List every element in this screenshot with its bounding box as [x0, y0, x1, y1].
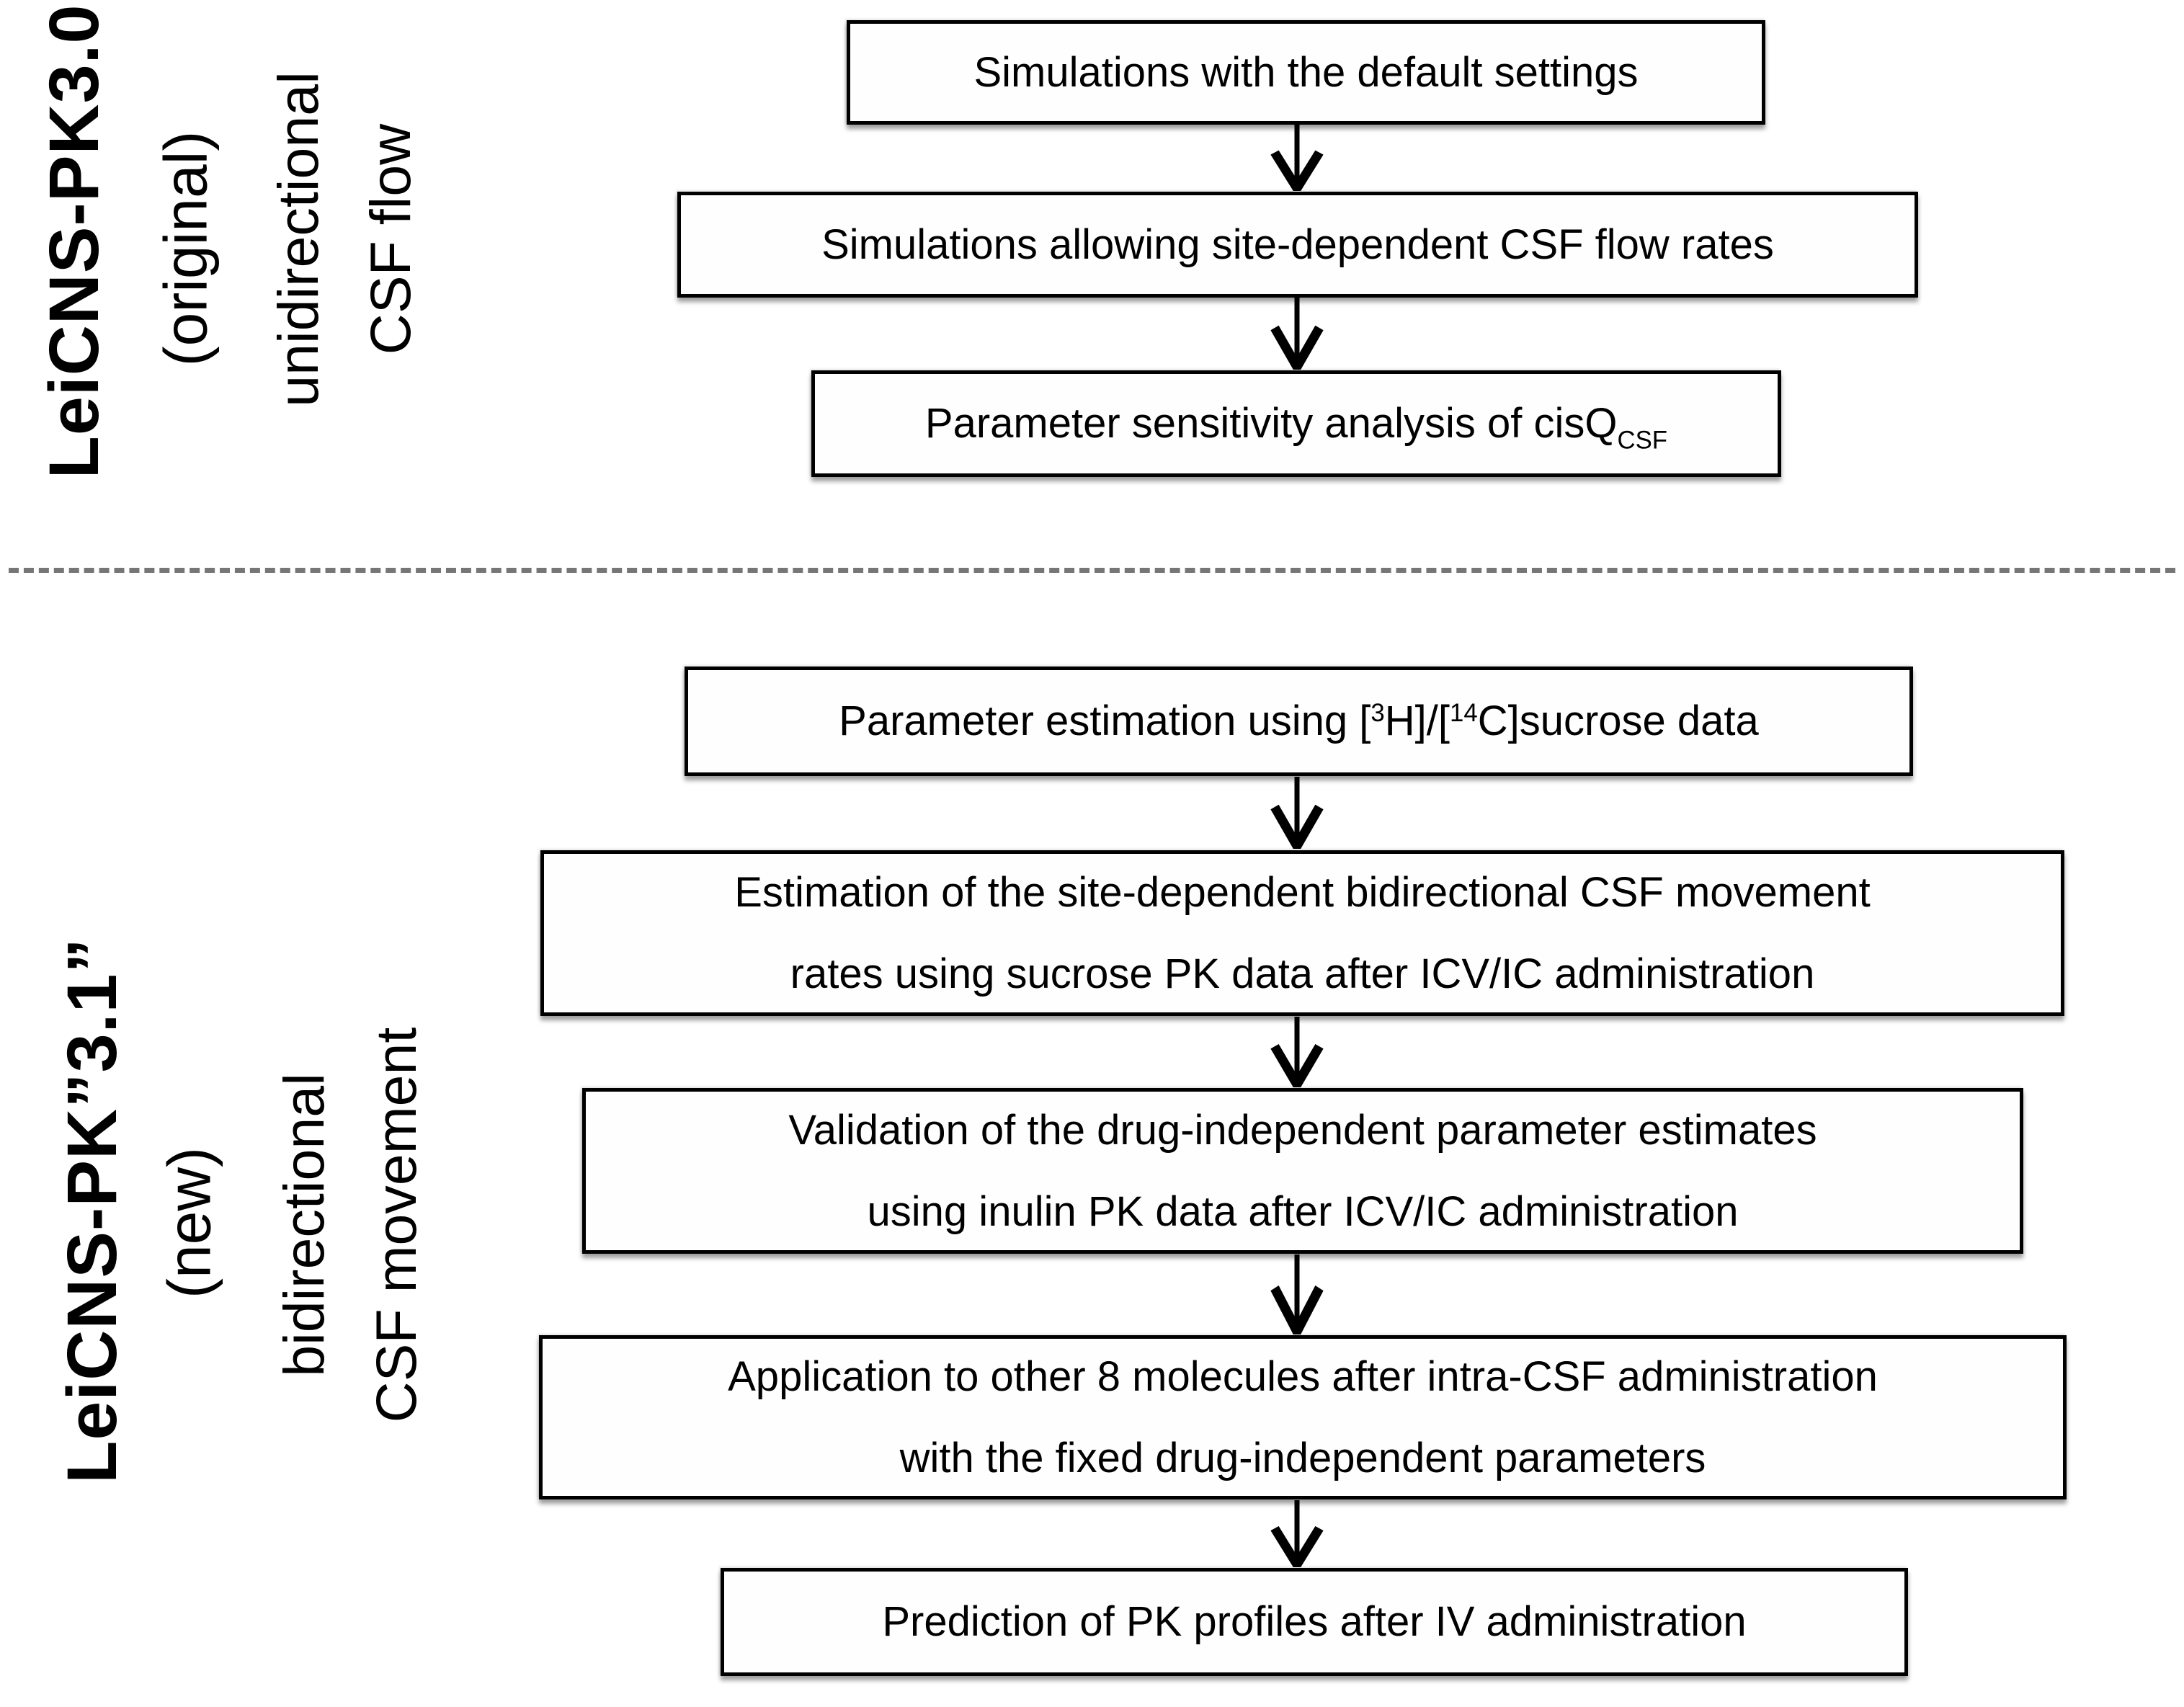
- section-1-flow-type-label: unidirectional CSF flow: [252, 71, 437, 407]
- down-arrow-icon: [1265, 1017, 1329, 1087]
- down-arrow-icon: [1265, 1254, 1329, 1334]
- flow-step-text-line: using inulin PK data after ICV/IC admini…: [867, 1188, 1739, 1235]
- flow-step-box-csf-movement-estimation: Estimation of the site-dependent bidirec…: [540, 850, 2064, 1016]
- section-divider: [9, 568, 2175, 573]
- flow-step-text-line: Parameter sensitivity analysis of cisQCS…: [924, 399, 1668, 455]
- flow-step-text-line: Application to other 8 molecules after i…: [728, 1352, 1878, 1400]
- flow-type-line: CSF movement: [364, 1027, 428, 1423]
- section-2-title: LeiCNS-PK”3.1”: [53, 937, 131, 1484]
- flow-step-box-application: Application to other 8 molecules after i…: [539, 1335, 2067, 1499]
- flow-type-line: CSF flow: [358, 123, 422, 355]
- flow-step-box-iv-prediction: Prediction of PK profiles after IV admin…: [721, 1568, 1908, 1676]
- section-2-subtitle: (new): [155, 1146, 223, 1299]
- flow-step-box-validation: Validation of the drug-independent param…: [582, 1088, 2023, 1254]
- section-2-flow-type-label: bidirectional CSF movement: [258, 1028, 442, 1423]
- down-arrow-icon: [1265, 298, 1329, 370]
- flow-type-line: unidirectional: [266, 71, 331, 407]
- down-arrow-icon: [1265, 777, 1329, 849]
- flow-step-box-sensitivity-analysis: Parameter sensitivity analysis of cisQCS…: [811, 370, 1781, 477]
- flow-step-box-default-simulations: Simulations with the default settings: [847, 20, 1765, 125]
- flow-step-text-line: Prediction of PK profiles after IV admin…: [882, 1598, 1747, 1646]
- flow-step-text-line: rates using sucrose PK data after ICV/IC…: [790, 950, 1815, 997]
- section-1-subtitle: (original): [151, 130, 220, 367]
- flow-step-box-site-dependent-simulations: Simulations allowing site-dependent CSF …: [677, 192, 1918, 298]
- flow-step-text-line: Parameter estimation using [3H]/[14C]suc…: [839, 697, 1759, 745]
- flow-step-text-line: Simulations allowing site-dependent CSF …: [821, 220, 1774, 268]
- flow-step-text-line: with the fixed drug-independent paramete…: [899, 1435, 1706, 1481]
- down-arrow-icon: [1265, 125, 1329, 191]
- flow-step-text-line: Estimation of the site-dependent bidirec…: [734, 868, 1871, 916]
- down-arrow-icon: [1265, 1500, 1329, 1567]
- flow-step-box-parameter-estimation: Parameter estimation using [3H]/[14C]suc…: [685, 667, 1913, 776]
- flow-step-text-line: Validation of the drug-independent param…: [788, 1106, 1817, 1154]
- flow-type-line: bidirectional: [272, 1073, 336, 1377]
- section-1-title: LeiCNS-PK3.0: [35, 4, 113, 479]
- flow-step-text-line: Simulations with the default settings: [973, 48, 1639, 96]
